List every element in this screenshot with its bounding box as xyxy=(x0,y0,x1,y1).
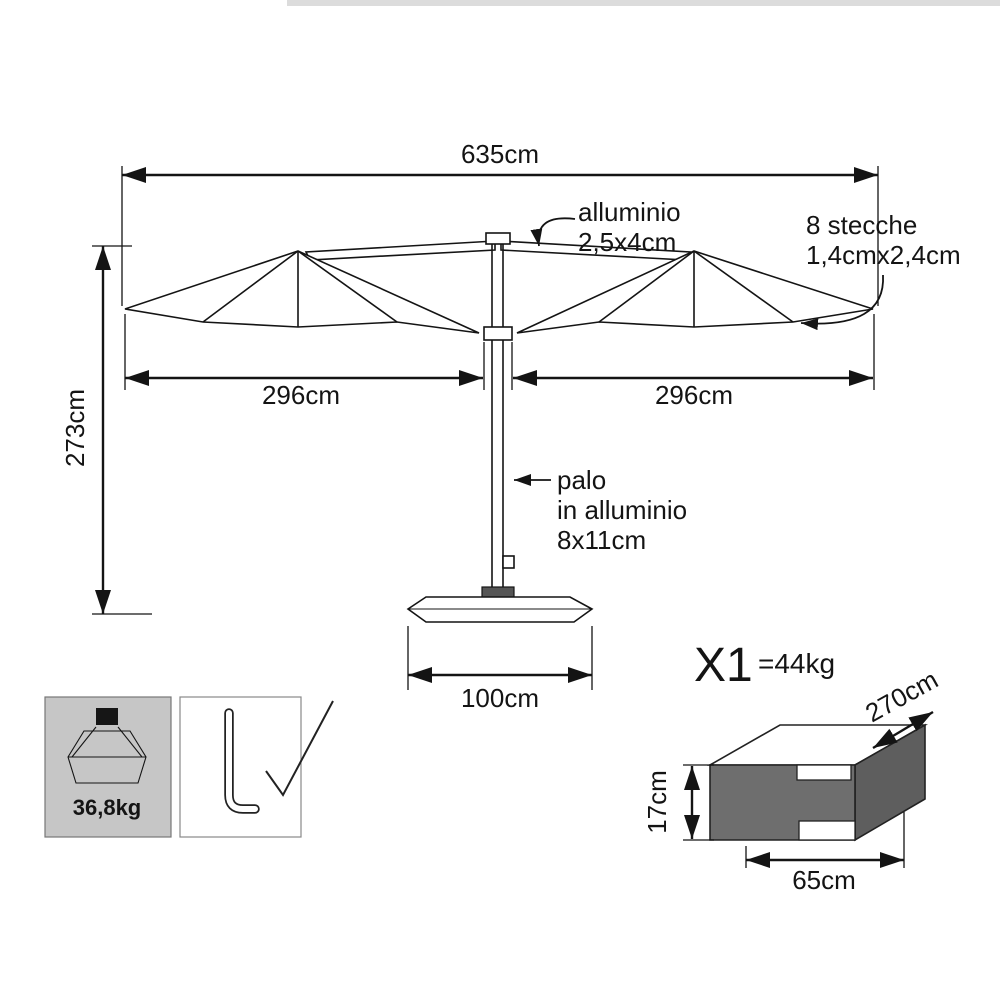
umbrella-drawing xyxy=(124,232,874,623)
pole-annotation-line1: palo xyxy=(557,465,606,495)
pole-crank xyxy=(502,555,515,569)
package-handle-bottom xyxy=(798,820,856,841)
strut-annotation: alluminio 2,5x4cm xyxy=(530,197,681,257)
checkmark-icon xyxy=(265,700,334,797)
tool-card xyxy=(179,696,334,838)
package-width-label: 65cm xyxy=(792,865,856,895)
pole-annotation-line2: in alluminio xyxy=(557,495,687,525)
ribs-annotation-line2: 1,4cmx2,4cm xyxy=(806,240,961,270)
package-length-label: 270cm xyxy=(860,664,943,728)
dim-package-width: 65cm xyxy=(745,812,905,895)
package-height-label: 17cm xyxy=(642,770,672,834)
package-weight-label: =44kg xyxy=(758,648,835,679)
dim-left-canopy: 296cm xyxy=(124,314,485,410)
top-hub xyxy=(485,232,511,245)
center-pole xyxy=(491,244,515,590)
package-box-drawing xyxy=(706,723,929,842)
dim-right-canopy: 296cm xyxy=(511,314,875,410)
total-width-label: 635cm xyxy=(461,139,539,169)
pole-annotation-line3: 8x11cm xyxy=(557,525,646,555)
package-section: X1 =44kg 270cm 17cm 65cm xyxy=(642,639,943,895)
dim-total-width: 635cm xyxy=(121,139,879,306)
package-quantity-label: X1 xyxy=(694,639,753,692)
base-stand xyxy=(406,586,594,623)
ribs-annotation: 8 stecche 1,4cmx2,4cm xyxy=(800,210,961,331)
base-weight-card: 36,8kg xyxy=(44,696,172,838)
umbrella-base-icon xyxy=(67,708,147,784)
package-handle-top xyxy=(796,764,852,781)
ribs-annotation-line1: 8 stecche xyxy=(806,210,917,240)
base-width-label: 100cm xyxy=(461,683,539,713)
top-border-artifact xyxy=(287,0,1000,6)
dim-base-width: 100cm xyxy=(407,626,593,713)
base-weight-label: 36,8kg xyxy=(73,795,142,820)
pole-annotation: palo in alluminio 8x11cm xyxy=(514,465,687,555)
dim-package-height: 17cm xyxy=(642,764,714,841)
dim-height: 273cm xyxy=(60,245,152,615)
strut-annotation-line2: 2,5x4cm xyxy=(578,227,676,257)
left-canopy xyxy=(124,250,480,334)
allen-key-icon xyxy=(224,708,260,814)
left-canopy-label: 296cm xyxy=(262,380,340,410)
canopy-collar xyxy=(483,326,513,341)
right-canopy xyxy=(516,250,874,334)
right-canopy-label: 296cm xyxy=(655,380,733,410)
height-label: 273cm xyxy=(60,389,90,467)
left-arm-strut xyxy=(304,240,496,261)
strut-annotation-line1: alluminio xyxy=(578,197,681,227)
